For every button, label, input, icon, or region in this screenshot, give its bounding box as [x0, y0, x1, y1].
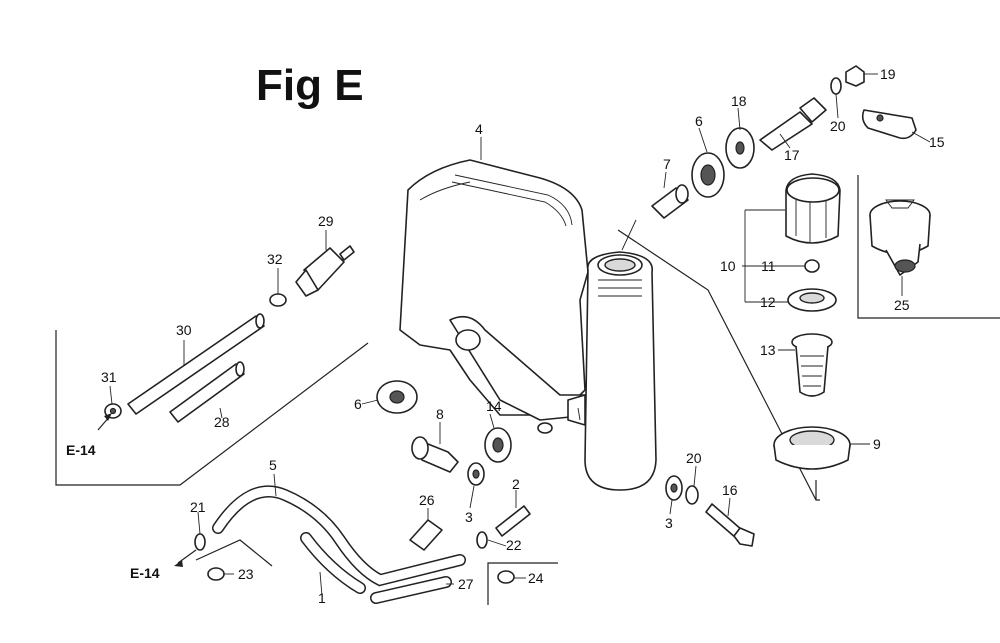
clip-23 [207, 567, 225, 581]
fuel-hose-27 [370, 576, 452, 604]
callout-14: 14 [486, 398, 502, 414]
washer-20-lower [685, 485, 699, 505]
seal-11 [804, 259, 820, 273]
figure-title: Fig E [256, 61, 364, 110]
callout-27: 27 [458, 576, 474, 592]
callout-21: 21 [190, 499, 206, 515]
bolt-16 [705, 503, 755, 547]
callout-15: 15 [929, 134, 945, 150]
washer-18 [725, 127, 755, 169]
callout-3-right: 3 [665, 515, 673, 531]
rubber-mount-6-lower [376, 380, 418, 414]
callout-18: 18 [731, 93, 747, 109]
group-frame-right [857, 175, 1000, 319]
callout-29: 29 [318, 213, 334, 229]
reference-label-upper: E-14 [66, 442, 96, 458]
gasket-12 [787, 288, 837, 312]
callout-8: 8 [436, 406, 444, 422]
tube-26 [409, 519, 443, 551]
clip-32 [269, 293, 287, 307]
fuel-hose-5 [212, 485, 466, 587]
callout-28: 28 [214, 414, 230, 430]
strainer-13 [791, 333, 833, 397]
clip-21 [194, 533, 206, 551]
washer-20-upper [830, 77, 842, 95]
collar-22 [476, 531, 488, 549]
callout-4: 4 [475, 121, 483, 137]
washer-3-left [467, 462, 485, 486]
ref-arrow-lower [174, 549, 197, 567]
callout-13: 13 [760, 342, 776, 358]
fuel-tank [399, 159, 591, 434]
fuel-filter-29 [295, 245, 355, 297]
callout-11: 11 [761, 258, 776, 274]
callout-24: 24 [528, 570, 544, 586]
fuel-tank-neck [567, 251, 657, 491]
fuel-cap-10 [785, 173, 841, 244]
callout-6-lower: 6 [354, 396, 362, 412]
group-frame-left [55, 330, 369, 486]
callout-6-upper: 6 [695, 113, 703, 129]
collar-7 [651, 184, 689, 219]
nut-19 [845, 65, 865, 87]
group-frame-cap [617, 229, 820, 501]
callout-9: 9 [873, 436, 881, 452]
callout-20-upper: 20 [830, 118, 846, 134]
ref-arrow-upper [97, 413, 112, 431]
fuel-tube-28 [169, 361, 245, 423]
callout-23: 23 [238, 566, 254, 582]
callout-22: 22 [506, 537, 522, 553]
callout-20-lower: 20 [686, 450, 702, 466]
callout-3-left: 3 [465, 509, 473, 525]
callout-2: 2 [512, 476, 520, 492]
callout-25: 25 [894, 297, 910, 313]
callout-31: 31 [101, 369, 117, 385]
callout-17: 17 [784, 147, 800, 163]
damper-8 [411, 436, 459, 473]
mount-14 [484, 427, 512, 463]
callout-12: 12 [760, 294, 776, 310]
fuel-tube-30 [127, 313, 265, 415]
callout-16: 16 [722, 482, 738, 498]
callout-7: 7 [663, 156, 671, 172]
fuel-hose-1 [300, 532, 366, 594]
callout-19: 19 [880, 66, 896, 82]
callout-32: 32 [267, 251, 283, 267]
clip-24 [497, 570, 515, 584]
callout-5: 5 [269, 457, 277, 473]
group-frame-bottom-left [195, 539, 273, 567]
callout-10: 10 [720, 258, 736, 274]
leader-lines [109, 73, 931, 597]
callout-30: 30 [176, 322, 192, 338]
fuel-cap-25 [869, 199, 931, 276]
group-frame-bottom-mid [487, 562, 558, 605]
ring-nut-9 [773, 426, 851, 470]
bracket-15 [861, 109, 917, 140]
rubber-mount-6-upper [691, 152, 725, 198]
washer-3-right [665, 475, 683, 501]
callout-1: 1 [318, 590, 326, 606]
callout-26: 26 [419, 492, 435, 508]
reference-label-lower: E-14 [130, 565, 160, 581]
bolt-2 [495, 505, 531, 537]
bolt-17 [759, 97, 827, 151]
